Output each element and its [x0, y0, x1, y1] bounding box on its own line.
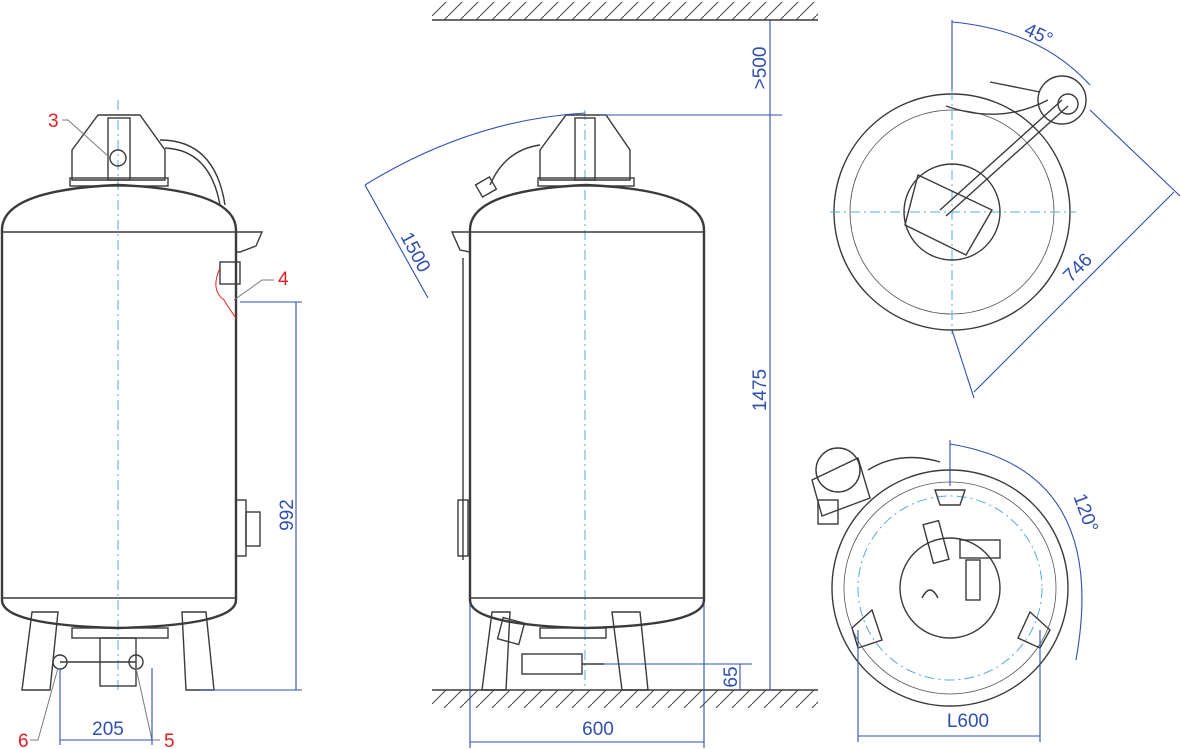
front-inspection-cover: [245, 511, 261, 547]
front-pipe-upper: [164, 147, 221, 206]
dim-45-label: 45°: [1021, 19, 1056, 50]
side-pipe: [489, 144, 541, 186]
plan-top-valve-ring: [1037, 75, 1087, 125]
callout-6-leader: [30, 667, 59, 741]
side-pipe-fitting: [474, 175, 498, 199]
plan-bottom-valve-b: [959, 539, 1001, 559]
side-view: >500 1475 65 600 1500: [364, 2, 818, 748]
plan-bottom-cable: [867, 456, 941, 471]
plan-top-view: 45° 746: [830, 19, 1181, 399]
callout-3: 3: [48, 111, 59, 132]
front-leg-left: [21, 611, 59, 691]
plan-top-hose: [945, 99, 1049, 115]
plan-bottom-pipe: [965, 559, 981, 601]
plan-bottom-flange: [899, 537, 1001, 639]
front-inspection-flange: [235, 499, 247, 557]
dim-205-label: 205: [92, 719, 124, 740]
plan-top-arm-a: [939, 99, 1063, 211]
side-inspection-cover: [457, 499, 469, 557]
plan-bottom-inner: [843, 481, 1057, 695]
dim-1500-radius: [364, 184, 429, 299]
plan-bottom-valve-a: [922, 519, 950, 565]
front-top-bracket: [71, 114, 166, 181]
dim-746-line: [973, 191, 1175, 393]
dim-L600-label: L600: [947, 711, 989, 732]
front-view: 3 4 5 6 992 205: [0, 100, 302, 749]
plan-bottom-view: 120° L600: [811, 440, 1102, 742]
dim-1475-label: 1475: [750, 369, 771, 411]
front-funnel: [236, 231, 264, 253]
callout-5-leader: [135, 667, 160, 741]
front-pipe-lower: [159, 139, 226, 206]
callout-4-leader: [233, 279, 274, 301]
plan-top-valve-core: [1057, 93, 1079, 115]
front-callout-wire: [215, 267, 237, 319]
plan-bottom-pump-body: [811, 457, 871, 517]
front-side-fitting: [219, 261, 241, 285]
dim-65-label: 65: [721, 666, 742, 687]
ceiling-hatch: [432, 2, 818, 20]
dim-600-label: 600: [582, 719, 614, 740]
dim-45-arc: [951, 21, 1091, 86]
side-bottom-valve: [521, 653, 583, 675]
plan-bottom-bolt-circle: [857, 495, 1043, 681]
dim-500-label: >500: [750, 47, 771, 90]
side-tank-shell: [468, 183, 706, 630]
callout-4: 4: [278, 269, 289, 290]
front-bottom-flange: [71, 627, 169, 639]
side-valve-body: [574, 117, 596, 181]
plan-top-flange: [903, 163, 1001, 261]
callout-6: 6: [18, 731, 29, 749]
dim-746-ext-top: [1089, 109, 1181, 197]
side-leg-left: [481, 611, 511, 691]
plan-bottom-foot-left: [851, 608, 883, 649]
dim-120-label: 120°: [1069, 491, 1102, 535]
dim-1500-arc: [364, 112, 586, 186]
dim-120-arc: [949, 443, 1083, 661]
dim-992-label: 992: [277, 499, 298, 531]
dim-1500-label: 1500: [396, 229, 434, 276]
plan-bottom-foot-right: [1017, 610, 1051, 649]
plan-bottom-foot-top: [934, 489, 966, 506]
callout-5: 5: [164, 731, 175, 749]
front-tank-shell: [0, 183, 238, 630]
callout-3-leader: [62, 119, 109, 157]
front-valve-knob: [109, 149, 127, 167]
side-funnel: [450, 231, 471, 253]
side-drain-valve: [496, 616, 526, 646]
plan-top-bracket: [904, 174, 993, 256]
dim-746-ext-bottom: [951, 329, 975, 399]
plan-bottom-motor: [815, 447, 861, 493]
plan-bottom-hook: [921, 589, 939, 599]
plan-top-wire: [989, 81, 1041, 93]
side-bottom-flange: [539, 627, 607, 639]
front-valve-body: [107, 117, 131, 181]
floor-hatch: [432, 690, 818, 708]
plan-bottom-pump-valve: [817, 499, 839, 525]
dim-746-label: 746: [1059, 249, 1096, 286]
plan-top-arm-b: [945, 105, 1069, 217]
